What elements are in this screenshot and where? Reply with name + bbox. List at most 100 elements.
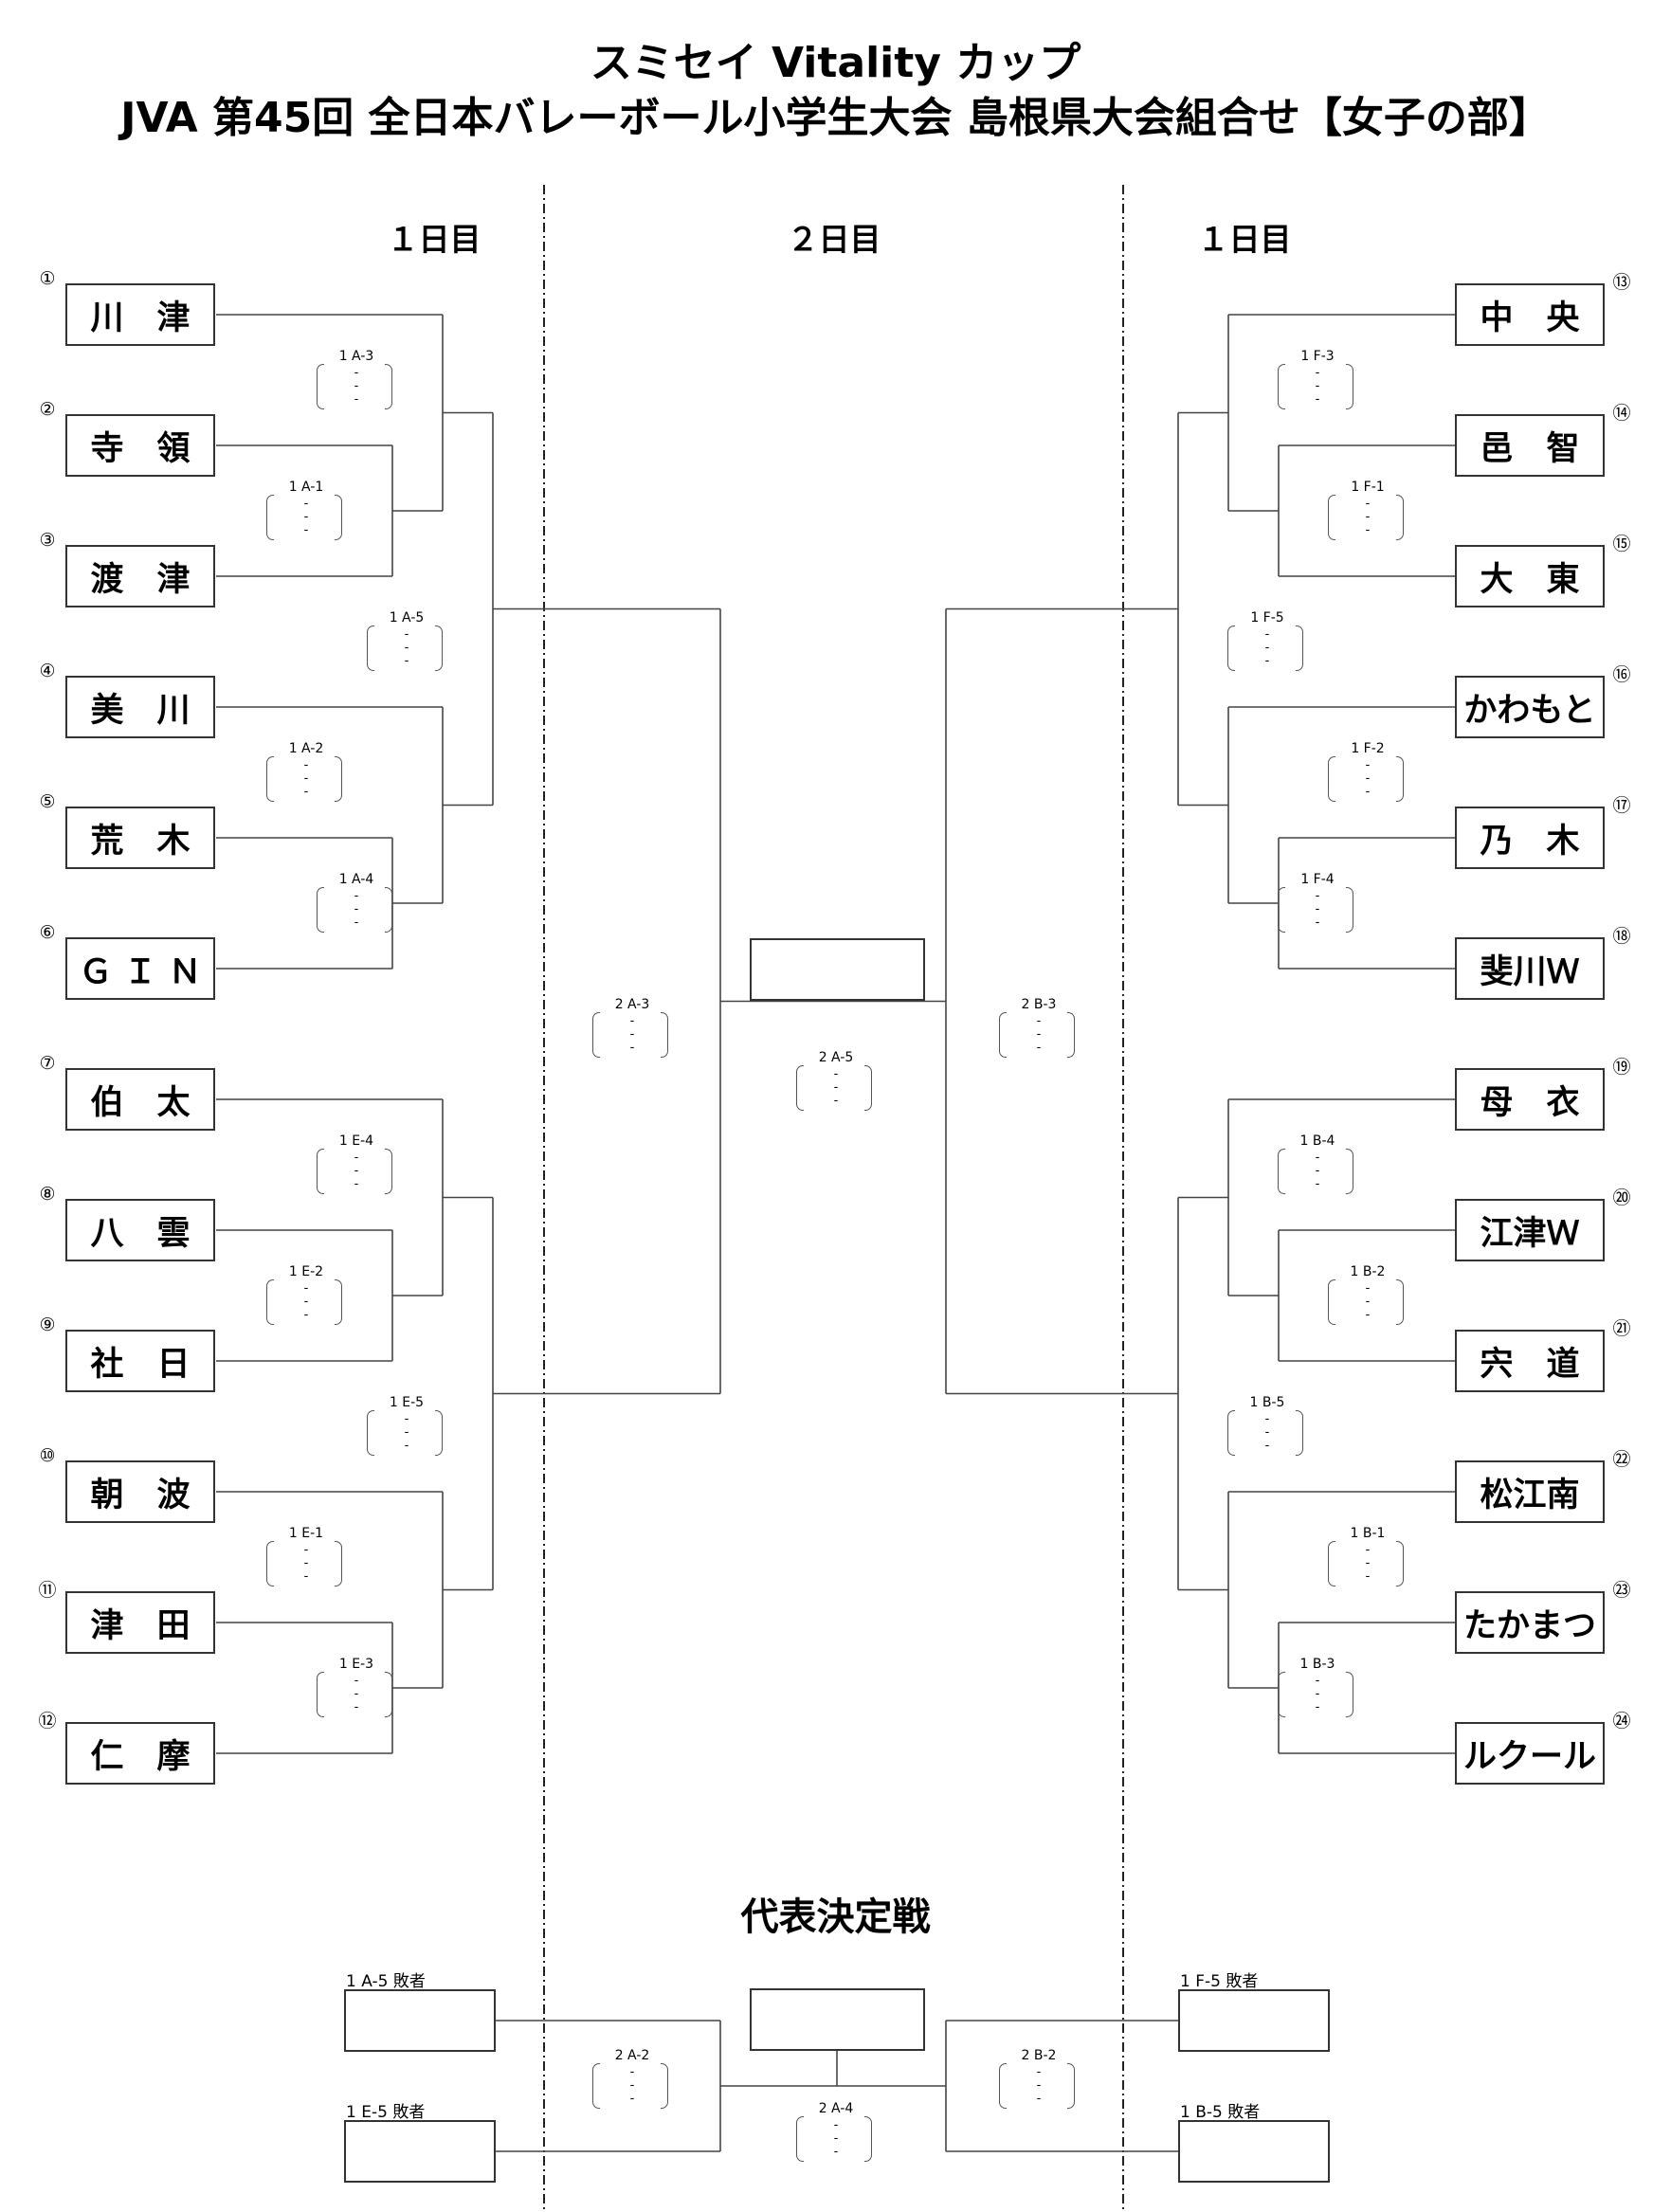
bracket-left [317, 1149, 324, 1194]
team-box: 江津Ｗ [1455, 1199, 1605, 1261]
score-dash: - [354, 1687, 359, 1701]
seed-number: ⑪ [38, 1580, 57, 1601]
team-box: 大 東 [1455, 545, 1605, 607]
score-dash: - [1264, 627, 1270, 642]
bracket-left [266, 1541, 274, 1586]
score-dash: - [303, 1281, 309, 1296]
score-dash: - [1036, 1041, 1042, 1055]
bracket-left [266, 495, 274, 540]
match-label: 1 E-5 [389, 1395, 425, 1410]
match-label: 1 B-1 [1350, 1526, 1386, 1541]
bracket-right [1346, 1672, 1353, 1717]
representative-box [750, 1988, 925, 2051]
score-dash: - [833, 2118, 839, 2132]
consolation-label: 1 E-5 敗者 [346, 2103, 426, 2122]
team-box: 美 川 [65, 676, 215, 738]
score-dash: - [1365, 1295, 1371, 1309]
score-dash: - [629, 1014, 635, 1028]
bracket-left [1278, 887, 1285, 933]
team-box: 伯 太 [65, 1068, 215, 1131]
team-box: 母 衣 [1455, 1068, 1605, 1131]
bracket-left [317, 1672, 324, 1717]
bracket-right [335, 756, 342, 802]
score-dash: - [354, 1164, 359, 1178]
team-box: Ｇ Ｉ Ｎ [65, 937, 215, 1000]
bracket-left [1227, 1410, 1235, 1456]
score-dash: - [1365, 1308, 1371, 1322]
score-dash: - [1365, 785, 1371, 799]
score-dash: - [354, 1151, 359, 1165]
bracket-right [661, 2063, 668, 2109]
tournament-subtitle: スミセイ Vitality カップ [590, 39, 1081, 87]
score-dash: - [303, 1543, 309, 1557]
bracket-left [266, 1279, 274, 1325]
match-label: 1 F-2 [1351, 741, 1385, 756]
score-dash: - [354, 889, 359, 903]
seed-number: ⑧ [39, 1184, 56, 1205]
score-dash: - [833, 1067, 839, 1081]
team-box: 仁 摩 [65, 1722, 215, 1785]
match-label: 1 E-2 [288, 1264, 324, 1279]
score-dash: - [1365, 510, 1371, 524]
score-dash: - [1315, 366, 1320, 380]
score-dash: - [303, 497, 309, 511]
bracket-left [999, 1012, 1007, 1058]
bracket-right [385, 887, 392, 933]
score-dash: - [354, 1674, 359, 1688]
bracket-left [1278, 1149, 1285, 1194]
score-dash: - [833, 2131, 839, 2146]
score-dash: - [303, 758, 309, 772]
seed-number: ⑫ [38, 1711, 57, 1732]
score-dash: - [303, 510, 309, 524]
score-dash: - [354, 916, 359, 930]
score-dash: - [833, 1080, 839, 1095]
team-box: 斐川Ｗ [1455, 937, 1605, 1000]
score-dash: - [1315, 1674, 1320, 1688]
team-box: 中 央 [1455, 283, 1605, 346]
seed-number: ⑨ [39, 1315, 56, 1335]
match-label: 1 B-3 [1299, 1657, 1335, 1672]
score-dash: - [354, 902, 359, 916]
seed-number: ④ [39, 661, 56, 681]
match-label: 1 F-3 [1300, 349, 1335, 364]
seed-number: ① [39, 268, 56, 289]
seed-number: ⑲ [1612, 1057, 1631, 1078]
bracket-right [661, 1012, 668, 1058]
bracket-right [385, 1149, 392, 1194]
score-dash: - [354, 379, 359, 393]
bracket-right [385, 1672, 392, 1717]
seed-number: ⑮ [1612, 534, 1631, 554]
bracket-right [435, 1410, 443, 1456]
score-dash: - [1036, 2092, 1042, 2106]
score-dash: - [1365, 771, 1371, 786]
bracket-right [1346, 887, 1353, 933]
score-dash: - [404, 641, 409, 655]
bracket-right [335, 1279, 342, 1325]
bracket-left [1227, 626, 1235, 671]
match-label: 1 E-1 [288, 1526, 324, 1541]
match-label: 1 F-1 [1351, 480, 1385, 495]
seed-number: ⑥ [39, 922, 56, 943]
score-dash: - [303, 771, 309, 786]
bracket-right [435, 626, 443, 671]
bracket-left [1328, 495, 1335, 540]
score-dash: - [1315, 902, 1320, 916]
score-dash: - [404, 1439, 409, 1453]
match-label: 2 A-3 [614, 997, 650, 1012]
bracket-right [1296, 626, 1303, 671]
score-dash: - [1036, 2065, 1042, 2079]
score-dash: - [1036, 1014, 1042, 1028]
score-dash: - [303, 1295, 309, 1309]
score-dash: - [1264, 1439, 1270, 1453]
seed-number: ㉒ [1612, 1449, 1631, 1470]
seed-number: ⑱ [1612, 926, 1631, 947]
bracket-left [796, 1065, 804, 1111]
score-dash: - [404, 654, 409, 668]
match-label: 1 A-4 [338, 872, 374, 887]
bracket-right [1346, 1149, 1353, 1194]
match-label: 2 A-4 [818, 2101, 854, 2116]
score-dash: - [1365, 1543, 1371, 1557]
bracket-right [1396, 1541, 1404, 1586]
seed-number: ② [39, 399, 56, 420]
